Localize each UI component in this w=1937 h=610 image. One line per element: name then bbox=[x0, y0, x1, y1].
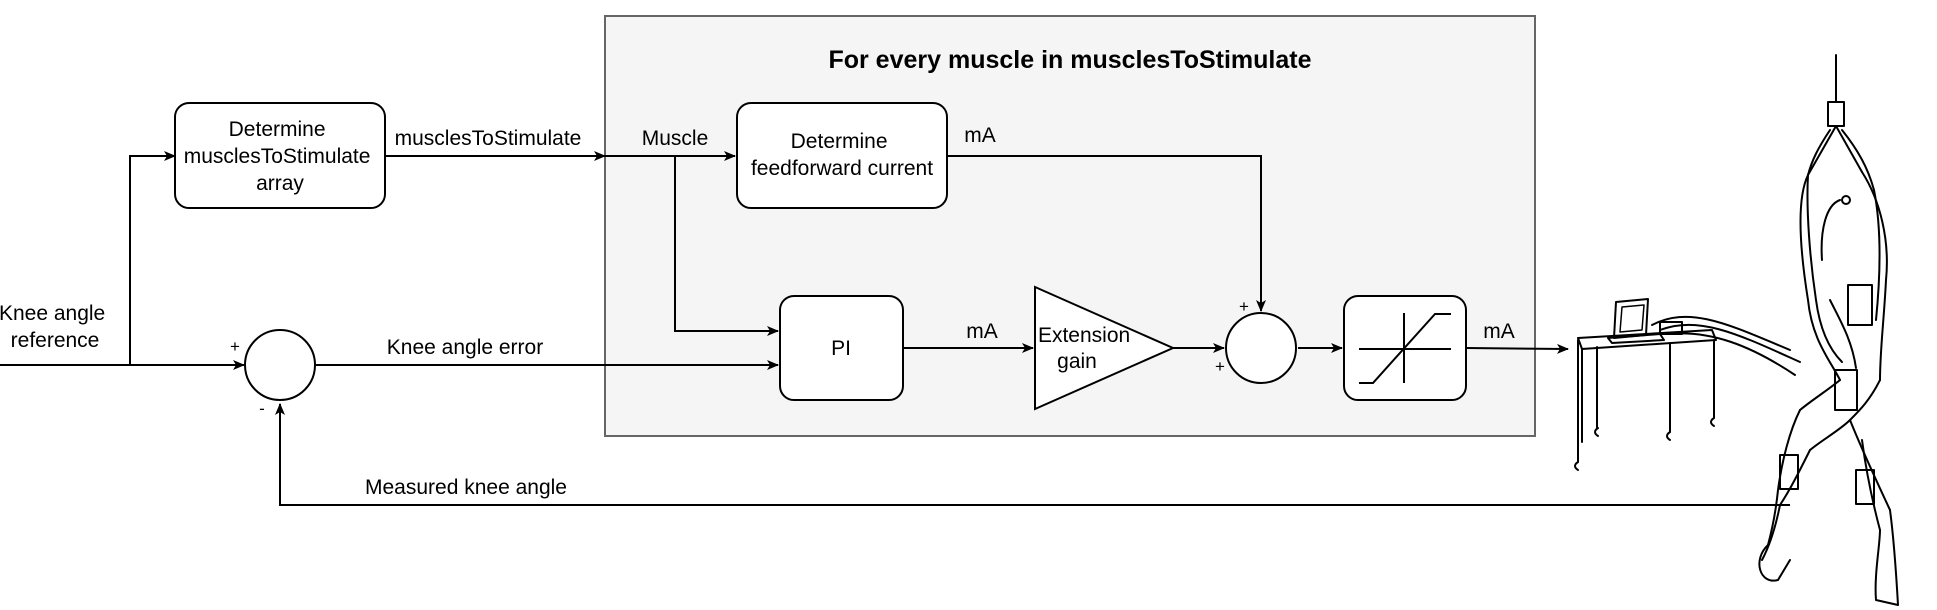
saturation-block bbox=[1343, 295, 1467, 401]
pi-block: PI bbox=[779, 295, 904, 401]
knee-reference-line2: reference bbox=[11, 329, 100, 352]
svg-text:Determine musclesToStimu: Determine musclesToStimulate array bbox=[184, 118, 377, 195]
determine-array-line1: Determine bbox=[229, 118, 326, 141]
current-sum-junction bbox=[1225, 312, 1297, 384]
muscle-label: Muscle bbox=[642, 127, 709, 150]
loop-title: For every muscle in musclesToStimulate bbox=[828, 46, 1311, 74]
determine-array-block: Determine musclesToStimulate array bbox=[174, 102, 386, 209]
error-plus-sign: + bbox=[230, 337, 240, 356]
svg-text:Knee angle reference: Knee angle reference bbox=[0, 302, 111, 352]
feedforward-ma-label: mA bbox=[964, 124, 996, 147]
gain-line2: gain bbox=[1057, 350, 1097, 373]
muscles-to-stimulate-label: musclesToStimulate bbox=[395, 127, 582, 150]
knee-reference-line1: Knee angle bbox=[0, 302, 105, 325]
saturation-icon bbox=[1359, 313, 1451, 384]
signal-wires bbox=[0, 151, 1790, 506]
measured-knee-label: Measured knee angle bbox=[365, 476, 567, 499]
determine-array-line2: musclesToStimulate bbox=[184, 145, 371, 168]
gain-line1: Extension bbox=[1038, 324, 1130, 347]
output-ma-label: mA bbox=[1483, 320, 1515, 343]
svg-text:Determine feedforward cu: Determine feedforward current bbox=[751, 130, 933, 180]
feedforward-block: Determine feedforward current bbox=[736, 102, 948, 209]
feedforward-line2: feedforward current bbox=[751, 157, 933, 180]
laptop-table-icon bbox=[1574, 298, 1801, 471]
subject-figure-icon bbox=[1758, 54, 1899, 606]
error-minus-sign: - bbox=[259, 399, 265, 418]
feedforward-line1: Determine bbox=[791, 130, 888, 153]
extension-gain-block: Extension gain bbox=[1034, 285, 1176, 411]
pi-ma-label: mA bbox=[966, 320, 998, 343]
sum-left-plus-sign: + bbox=[1215, 357, 1225, 376]
determine-array-line3: array bbox=[256, 172, 304, 195]
pi-label: PI bbox=[831, 337, 851, 360]
sum-top-plus-sign: + bbox=[1239, 297, 1249, 316]
knee-error-label: Knee angle error bbox=[387, 336, 543, 359]
error-sum-junction bbox=[244, 329, 316, 401]
svg-text:Extension gain: Extension gain bbox=[1038, 324, 1136, 373]
